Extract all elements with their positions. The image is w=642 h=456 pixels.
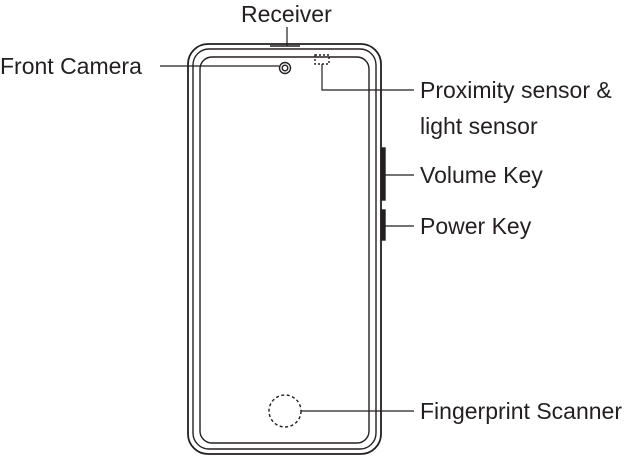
phone-body-outline [187, 43, 382, 455]
front-camera-label: Front Camera [0, 53, 142, 79]
proximity-sensor-label-line2: light sensor [420, 113, 538, 139]
receiver-label: Receiver [241, 1, 332, 27]
phone-bezel-outline [192, 48, 377, 450]
fingerprint-scanner-label: Fingerprint Scanner [420, 398, 622, 424]
power-key-label: Power Key [420, 213, 532, 239]
volume-key-label: Volume Key [420, 162, 543, 188]
power-key-shape [380, 209, 386, 241]
proximity-sensor-label-line1: Proximity sensor & [420, 77, 612, 103]
proximity-leader-line [321, 64, 414, 91]
phone-screen [199, 56, 370, 444]
fingerprint-scanner-icon [268, 394, 302, 428]
front-camera-lens [281, 64, 289, 72]
front-camera-icon [278, 61, 292, 75]
volume-key-shape [380, 147, 386, 201]
